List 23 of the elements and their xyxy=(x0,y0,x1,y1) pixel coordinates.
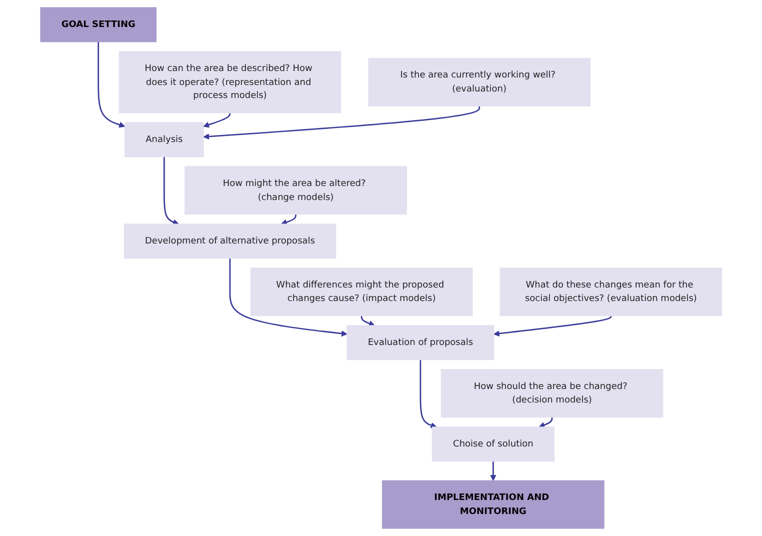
node-box: How can the area be described? How does it operate? (representation and process models) xyxy=(118,51,341,114)
node-box: IMPLEMENTATION AND MONITORING xyxy=(382,480,604,529)
arrow xyxy=(493,316,612,337)
node-box: GOAL SETTING xyxy=(40,7,156,42)
arrow xyxy=(490,461,496,481)
node-box: Choise of solution xyxy=(432,426,554,462)
node-box: Development of alternative proposals xyxy=(124,224,336,259)
arrow xyxy=(163,156,179,226)
node-box: Analysis xyxy=(124,122,204,158)
arrow xyxy=(420,360,437,428)
arrow xyxy=(98,42,125,128)
node-box: How might the area be altered? (change models) xyxy=(184,166,407,215)
node-box: Evaluation of proposals xyxy=(346,325,494,360)
arrow xyxy=(538,417,553,428)
node-box: What differences might the proposed changes cause? (impact models) xyxy=(250,268,473,316)
node-box: What do these changes mean for the social objectives? (evaluation models) xyxy=(500,268,722,316)
node-box: Is the area currently working well? (evaluation) xyxy=(368,58,590,106)
arrow xyxy=(229,258,348,337)
node-box: How should the area be changed? (decision models) xyxy=(440,369,664,418)
arrow xyxy=(280,214,296,226)
arrow xyxy=(203,106,480,140)
arrow xyxy=(360,316,375,326)
arrow xyxy=(203,112,230,128)
